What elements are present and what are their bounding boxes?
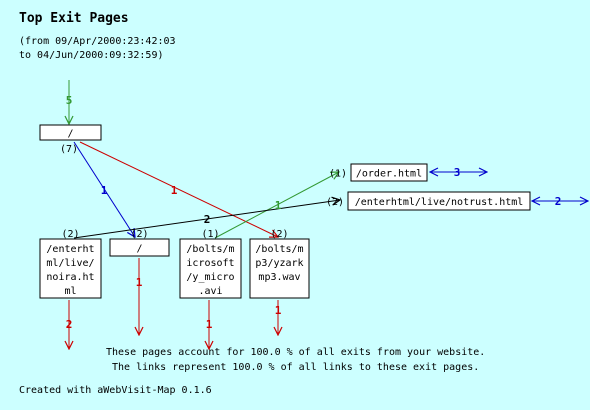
edge-root-to-wav (79, 141, 278, 237)
summary-exits: These pages account for 100.0 % of all e… (106, 347, 486, 358)
node-box-avi (179, 238, 242, 299)
node-label-noira: noira.ht (46, 272, 94, 283)
node-box-wav (249, 238, 310, 299)
node-label-root: / (67, 129, 73, 140)
node-count-notrust: (2) (326, 197, 344, 208)
node-count-slash2: (2) (130, 229, 148, 240)
node-label-noira: /enterht (46, 244, 94, 255)
node-label-wav: /bolts/m (255, 244, 303, 255)
edge-label-wav-to-exit: 1 (275, 304, 282, 317)
edge-label-avi-to-order: 1 (275, 199, 282, 212)
footer-credit: Created with aWebVisit-Map 0.1.6 (19, 385, 212, 396)
page-title: Top Exit Pages (19, 11, 129, 26)
node-label-slash2: / (136, 244, 142, 255)
edge-root-to-slash2 (73, 141, 135, 237)
date-range: (from 09/Apr/2000:23:42:03 to 04/Jun/2000… (19, 35, 176, 63)
date-range-to: to 04/Jun/2000:09:32:59) (19, 50, 164, 61)
node-label-wav: mp3.wav (258, 272, 300, 283)
node-label-avi: icrosoft (186, 258, 234, 269)
node-box-noira (39, 238, 102, 299)
edge-label-order-to-exit: 3 (454, 166, 461, 179)
node-label-avi: .avi (198, 286, 222, 297)
summary-links: The links represent 100.0 % of all links… (112, 362, 480, 373)
node-label-wav: p3/yzark (255, 258, 303, 269)
edge-label-slash2-to-exit: 1 (136, 276, 143, 289)
node-label-noira: ml/live/ (46, 258, 94, 269)
node-box-slash2 (109, 238, 170, 257)
node-label-order: /order.html (356, 169, 422, 180)
edge-noira-to-notrust (73, 200, 340, 239)
node-count-order: (1) (329, 169, 347, 180)
node-count-root: (7) (60, 144, 78, 155)
node-label-noira: ml (64, 286, 76, 297)
node-box-notrust (347, 191, 531, 211)
edge-label-root-to-wav: 1 (171, 184, 178, 197)
node-box-root (39, 124, 102, 141)
edge-label-avi-to-exit: 1 (206, 318, 213, 331)
node-box-order (350, 163, 428, 182)
edge-label-notrust-to-exit: 2 (555, 195, 562, 208)
edge-label-root-to-slash2: 1 (101, 184, 108, 197)
node-count-wav: (2) (270, 229, 288, 240)
node-label-avi: /bolts/m (186, 244, 234, 255)
edge-avi-to-order (214, 172, 339, 239)
node-label-notrust: /enterhtml/live/notrust.html (355, 197, 524, 208)
node-count-avi: (1) (201, 229, 219, 240)
date-range-from: (from 09/Apr/2000:23:42:03 (19, 36, 176, 47)
edge-label-noira-to-notrust: 2 (204, 213, 211, 226)
edge-label-noira-to-exit: 2 (66, 318, 73, 331)
node-label-avi: /y_micro (186, 272, 234, 283)
edge-label-entry-to-root: 5 (66, 94, 73, 107)
node-count-noira: (2) (61, 229, 79, 240)
